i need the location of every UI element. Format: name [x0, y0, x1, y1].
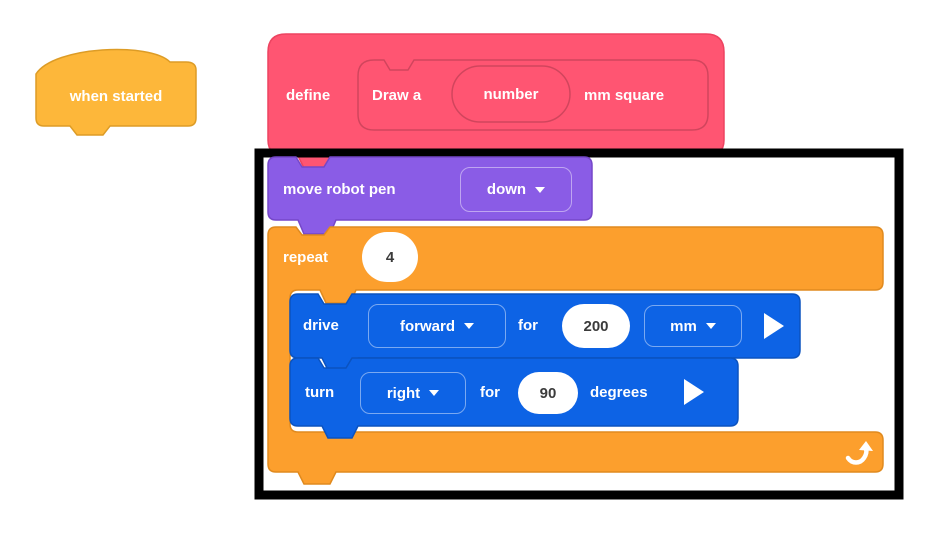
repeat-label: repeat — [283, 248, 329, 266]
pen-direction-dropdown[interactable]: down — [460, 167, 572, 212]
turn-expand-arrow-icon[interactable] — [684, 379, 704, 405]
when-started-block-shape[interactable] — [35, 48, 197, 136]
pen-block-label: move robot pen — [283, 180, 396, 198]
turn-block-shape[interactable] — [289, 357, 739, 439]
turn-direction-dropdown[interactable]: right — [360, 372, 466, 414]
define-proto-suffix: mm square — [584, 86, 665, 104]
drive-expand-arrow-icon[interactable] — [764, 313, 784, 339]
define-param-label: number — [483, 85, 539, 103]
chevron-down-icon — [705, 323, 716, 329]
define-proto-prefix: Draw a — [372, 86, 422, 104]
turn-direction-value: right — [386, 384, 421, 402]
turn-angle-input[interactable]: 90 — [518, 372, 578, 414]
drive-unit-dropdown[interactable]: mm — [644, 305, 742, 347]
repeat-count-input[interactable]: 4 — [362, 232, 418, 282]
define-param-oval[interactable] — [451, 65, 571, 123]
chevron-down-icon — [429, 390, 440, 396]
drive-unit-value: mm — [670, 317, 697, 335]
drive-direction-value: forward — [399, 317, 455, 335]
define-keyword: define — [286, 86, 331, 104]
drive-for-label: for — [518, 316, 538, 334]
drive-label: drive — [303, 316, 339, 334]
loop-arrow-icon — [843, 440, 875, 468]
pen-direction-value: down — [486, 181, 527, 198]
chevron-down-icon — [464, 323, 474, 329]
pen-block-shape[interactable] — [267, 156, 593, 235]
turn-for-label: for — [480, 383, 500, 401]
drive-distance-input[interactable]: 200 — [562, 304, 630, 348]
turn-label: turn — [305, 383, 335, 401]
highlight-frame — [254, 148, 904, 500]
turn-unit-label: degrees — [590, 383, 648, 401]
chevron-down-icon — [535, 186, 546, 193]
when-started-label: when started — [69, 87, 163, 105]
drive-direction-dropdown[interactable]: forward — [368, 304, 506, 348]
